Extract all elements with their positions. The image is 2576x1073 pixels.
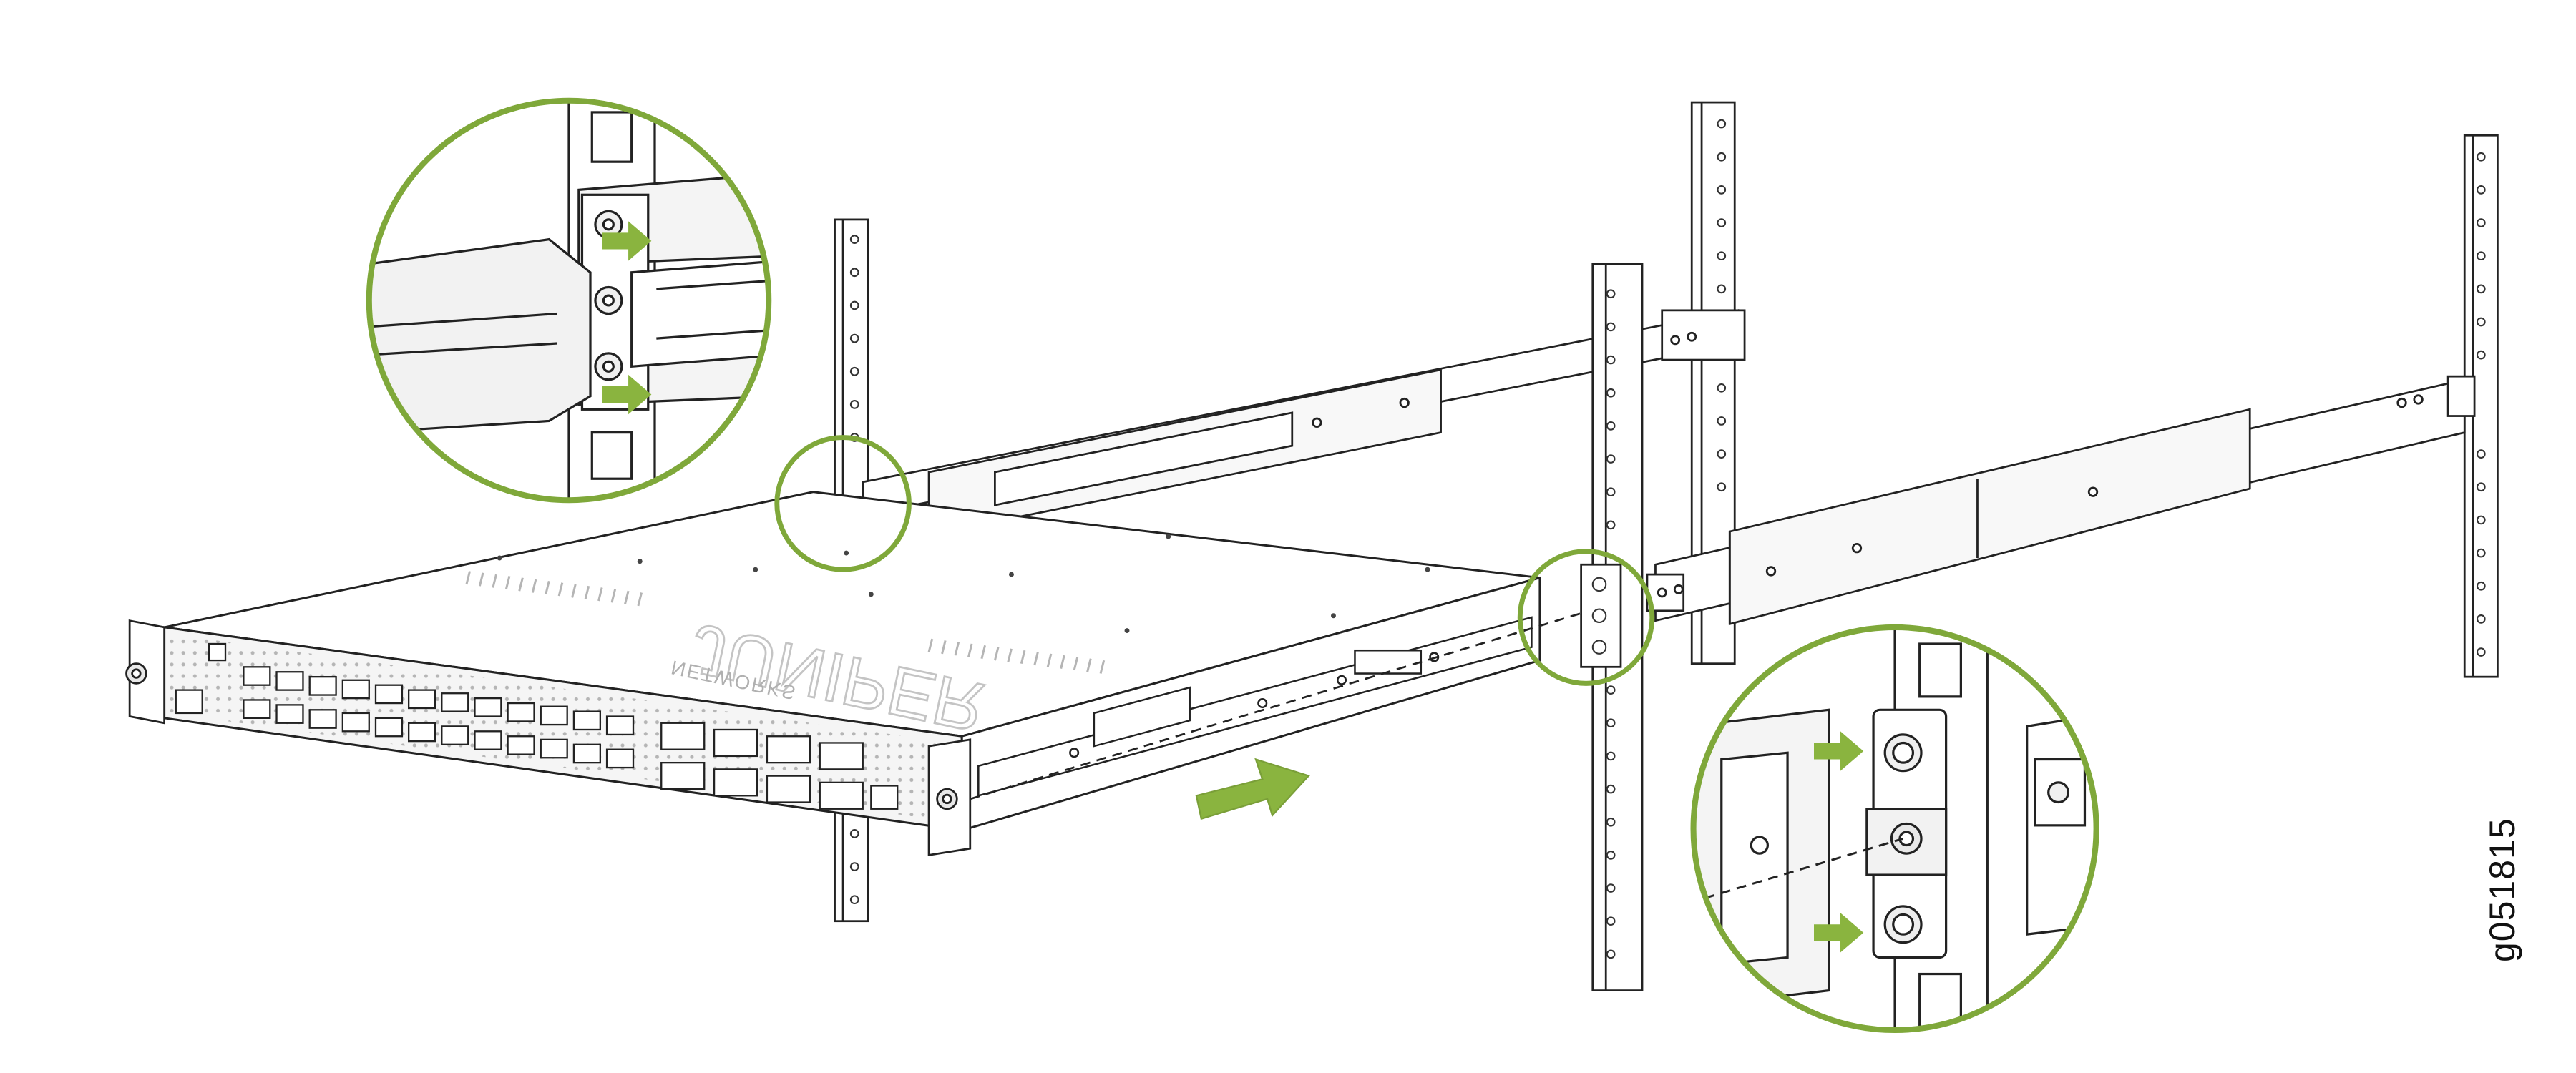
- top-screws: [497, 534, 1430, 633]
- alignment-guide-line: [970, 609, 1590, 800]
- insert-direction-arrow: [1195, 758, 1310, 820]
- front-rack-posts: [1580, 263, 1644, 991]
- right-mounting-rail: [1646, 375, 2476, 626]
- rear-rack-posts: [834, 101, 2499, 923]
- rear-post-holes: [849, 119, 2486, 905]
- rear-bracket-detail-callout: [366, 97, 772, 504]
- front-bracket-detail-callout: [1690, 624, 2099, 1034]
- figure-id-label: g051815: [2482, 818, 2522, 962]
- top-logo-stripes: [465, 571, 1106, 674]
- left-front-ear: [125, 619, 165, 725]
- rear-detail-callout-marker: [774, 435, 912, 572]
- upper-insert-arrow-icon: [1814, 731, 1864, 771]
- left-mounting-rail: [862, 309, 1746, 536]
- front-detail-callout-marker: [1517, 549, 1655, 686]
- lower-insert-arrow-icon: [1814, 913, 1864, 953]
- upper-push-arrow-icon: [602, 221, 652, 261]
- lower-push-arrow-icon: [602, 374, 652, 415]
- right-front-ear: [927, 738, 972, 857]
- front-post-holes: [1591, 289, 1616, 959]
- front-ports: [175, 642, 899, 810]
- chassis-side-rail: [977, 616, 1533, 797]
